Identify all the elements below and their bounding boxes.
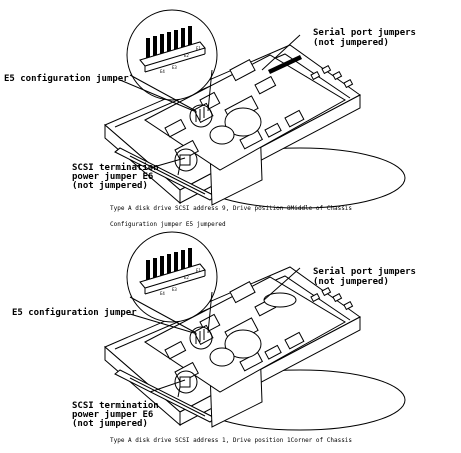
pin-label: E3 <box>172 287 177 292</box>
circuit-board-1 <box>144 34 346 171</box>
figure-2: E4 E3 E2 E1 Serial port jumpers (not jum… <box>12 231 416 444</box>
serial-label-line-2: (not jumpered) <box>313 37 389 48</box>
pin-label: E4 <box>160 69 165 74</box>
pin-label: E2 <box>184 275 189 280</box>
e5-leader-1 <box>119 79 195 112</box>
caption-line-1: Type A disk drive SCSI address 1, Drive … <box>110 437 352 444</box>
serial-label-line-1: Serial port jumpers <box>313 27 416 38</box>
scsi-label-line-3: (not jumpered) <box>72 418 148 429</box>
scsi-label-line-2: power jumper E6 <box>72 409 153 420</box>
serial-label-line-2: (not jumpered) <box>313 276 389 287</box>
scsi-label-line-1: SCSI termination <box>72 162 159 173</box>
e5-label: E5 configuration jumper <box>4 73 129 84</box>
serial-port-jumper-1 <box>268 55 302 74</box>
jumper-inset-1: E4 E3 E2 E1 <box>126 9 218 112</box>
scsi-leader-2 <box>149 379 186 393</box>
scsi-label-line-2: power jumper E6 <box>72 171 153 182</box>
pin-label: E1 <box>196 268 201 273</box>
e5-leader-2 <box>129 313 195 334</box>
pin-label: E2 <box>184 53 189 58</box>
figure-1: E4 E3 E2 E1 Serial port jumpers (not jum… <box>4 9 416 228</box>
caption-line-1: Type A disk drive SCSI address 9, Drive … <box>110 205 352 212</box>
scsi-leader-1 <box>149 157 186 169</box>
scsi-label-line-3: (not jumpered) <box>72 180 148 191</box>
caption-line-2: Configuration jumper E5 jumpered <box>110 221 226 228</box>
pin-label: E1 <box>196 46 201 51</box>
scsi-term-jumper-board-1 <box>174 148 198 176</box>
pin-label: E4 <box>160 291 165 296</box>
scsi-term-jumper-board-2 <box>174 370 198 398</box>
pin-label: E3 <box>172 65 177 70</box>
serial-label-line-1: Serial port jumpers <box>313 266 416 277</box>
circuit-board-2 <box>144 267 346 393</box>
e5-label: E5 configuration jumper <box>12 307 137 318</box>
scsi-label-line-1: SCSI termination <box>72 400 159 411</box>
jumper-inset-2: E4 E3 E2 E1 <box>126 231 218 334</box>
